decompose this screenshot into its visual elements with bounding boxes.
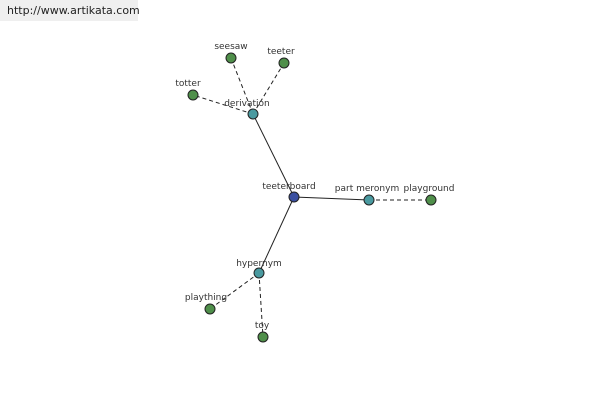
node-label-derivation: derivation: [224, 99, 270, 109]
node-label-playground: playground: [404, 184, 455, 194]
node-label-teeterboard: teeterboard: [262, 182, 315, 192]
edge-derivation-teeter: [252, 62, 285, 115]
node-playground[interactable]: [425, 194, 437, 206]
node-label-plaything: plaything: [185, 293, 227, 303]
watermark-url[interactable]: http://www.artikata.com: [0, 0, 140, 21]
edge-hypernym-toy: [258, 272, 264, 338]
node-teeter[interactable]: [278, 57, 290, 69]
edge-teeterboard-derivation: [252, 113, 295, 198]
node-label-teeter: teeter: [267, 47, 295, 57]
node-label-seesaw: seesaw: [214, 42, 247, 52]
node-seesaw[interactable]: [225, 52, 237, 64]
edge-teeterboard-part-meronym: [293, 196, 370, 201]
node-toy[interactable]: [257, 331, 269, 343]
edge-hypernym-plaything: [209, 272, 260, 310]
node-part-meronym[interactable]: [363, 194, 375, 206]
node-hypernym[interactable]: [253, 267, 265, 279]
node-label-part-meronym: part meronym: [335, 184, 399, 194]
node-label-totter: totter: [175, 79, 201, 89]
node-totter[interactable]: [187, 89, 199, 101]
edge-derivation-seesaw: [230, 57, 254, 115]
edge-teeterboard-hypernym: [258, 196, 295, 274]
node-label-toy: toy: [255, 321, 270, 331]
node-plaything[interactable]: [204, 303, 216, 315]
node-teeterboard[interactable]: [288, 191, 300, 203]
edge-derivation-totter: [192, 94, 254, 115]
node-derivation[interactable]: [247, 108, 259, 120]
node-label-hypernym: hypernym: [236, 259, 282, 269]
